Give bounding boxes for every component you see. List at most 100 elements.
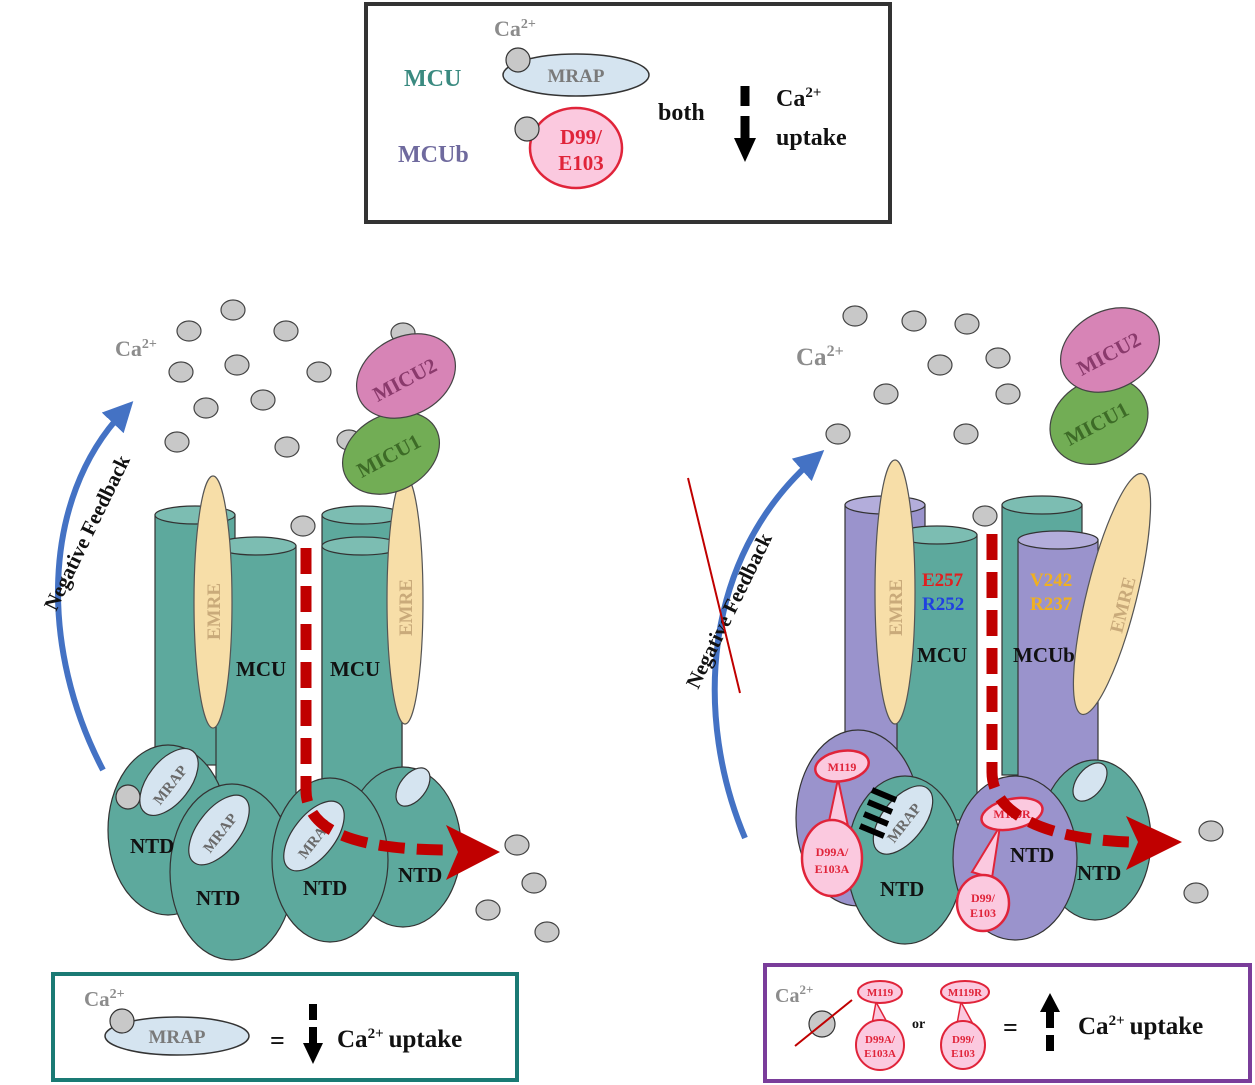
blocked-binding-bars [858,787,898,839]
e257-residue-label: E257 [922,570,964,591]
or-label: or [912,1017,925,1032]
left-panel: Ca2+ Negative Feedback [39,299,560,961]
m119-label: M119 [867,987,894,999]
ntd-label: NTD [1077,861,1121,885]
negative-feedback-label: Negative Feedback [39,451,135,614]
mrap-effect-legend: Ca2+ MRAP = Ca2+uptake [51,972,519,1082]
m119-d99a-mutant: M119 D99A/ E103A [800,749,870,898]
svg-text:Ca2+uptake: Ca2+ uptake [337,1026,462,1053]
uptake-word: uptake [1130,1013,1204,1040]
d99a-line1: D99A/ [865,1034,896,1046]
mcu-label-right: MCU [330,657,380,681]
top-legend: Ca2+ MCU MRAP MCUb D99/ E103 both Ca2+ u… [364,2,892,224]
ca-superscript: 2+ [142,337,157,352]
mcub-label: MCUb [1013,643,1075,667]
ca-superscript: 2+ [799,982,813,997]
mrap-protein [188,794,250,866]
d99a-line2: E103A [815,862,850,876]
m119-d99a-legend-shape: M119 D99A/ E103A [855,980,905,1071]
negative-feedback-label: Negative Feedback [681,529,777,692]
down-arrow-icon [734,138,756,162]
negative-feedback-arrow [55,401,134,772]
legend-box-purple [763,963,1252,1083]
d99-line1: D99/ [952,1034,975,1046]
feedback-strikethrough [687,477,741,694]
mrap-legend-label: MRAP [149,1027,206,1048]
d99a-line1: D99A/ [816,845,849,859]
m119r-label: M119R [948,987,983,999]
d99-line2: E103 [951,1048,975,1060]
mrap-protein-partial [1072,762,1108,802]
ca-flux-arrow [986,534,1131,848]
ntd-label: NTD [196,886,240,910]
ca-label: Ca [796,344,827,371]
mrap-protein [139,748,199,816]
emre-label-right: EMRE [396,579,417,636]
mcu-label-left: MCU [236,657,286,681]
micu2-protein [1059,307,1161,393]
ca-label: Ca [775,985,799,1007]
ntd-label: NTD [880,877,924,901]
ca-superscript: 2+ [110,987,125,1002]
r252-residue-label: R252 [922,594,964,615]
mrap-protein-partial [395,767,431,807]
uptake-superscript: 2+ [805,85,821,101]
svg-text:Ca2+: Ca2+ [494,16,536,41]
emre-protein-left [874,459,916,725]
uptake-superscript: 2+ [368,1026,384,1042]
ca-ion-cloud [825,305,1021,527]
ntd-label: NTD [398,863,442,887]
uptake-ca: Ca [776,86,805,112]
down-arrow-icon [303,1043,323,1064]
micu2-protein [355,333,457,419]
negative-feedback-arrow [711,450,825,840]
d99-line2: E103 [558,151,604,175]
ntd-label: NTD [303,876,347,900]
equals-sign: = [1003,1013,1018,1042]
ca-label: Ca [494,16,521,41]
mcub-effect-legend: Ca2+ M119 D99A/ E103A or M119R D99/ E103… [763,963,1252,1083]
top-legend-box [364,2,892,224]
ca-ion [109,1008,135,1034]
ntd-label: NTD [130,834,174,858]
ca-flux-arrowhead [446,825,500,880]
uptake-word: uptake [776,125,847,151]
micu1-protein [341,411,441,495]
up-arrow-icon [1040,993,1060,1012]
mrap-protein-shape [104,1016,250,1056]
strikethrough-line [794,999,853,1047]
svg-text:Ca2+: Ca2+ [776,85,821,112]
ca-ions-out [1183,820,1224,904]
d99-line1: D99/ [560,125,603,149]
equals-sign: = [270,1026,285,1055]
v242-residue-label: V242 [1030,570,1072,591]
d99a-line2: E103A [864,1048,896,1060]
m119r-d99-legend-shape: M119R D99/ E103 [940,980,990,1070]
ca-ion [115,784,141,810]
ca-superscript: 2+ [827,343,844,360]
mcu-label: MCU [917,643,967,667]
ca-flux-arrow [300,548,451,856]
ca-ion [514,116,540,142]
emre-label-left: EMRE [886,579,907,636]
svg-text:Ca2+uptake: Ca2+uptake [1078,1013,1203,1040]
right-panel: Ca2+ Negative Feedback [681,305,1224,945]
svg-text:Ca2+: Ca2+ [84,987,125,1011]
r237-residue-label: R237 [1030,594,1073,615]
ca-superscript: 2+ [521,17,536,32]
both-label: both [658,100,705,126]
uptake-ca: Ca [337,1026,368,1053]
ca-flux-arrowhead [1126,816,1182,870]
svg-text:Ca2+: Ca2+ [775,982,813,1007]
m119-label: M119 [828,760,857,774]
mrap-legend-label: MRAP [548,66,605,87]
ca-ions-out [475,834,560,943]
mrap-protein [283,800,345,872]
emre-protein-left [193,475,233,729]
emre-protein-right [1072,472,1152,716]
uptake-word: uptake [389,1026,463,1053]
uptake-ca: Ca [1078,1013,1109,1040]
mrap-protein-shape [502,53,650,97]
ca-label: Ca [84,987,110,1011]
